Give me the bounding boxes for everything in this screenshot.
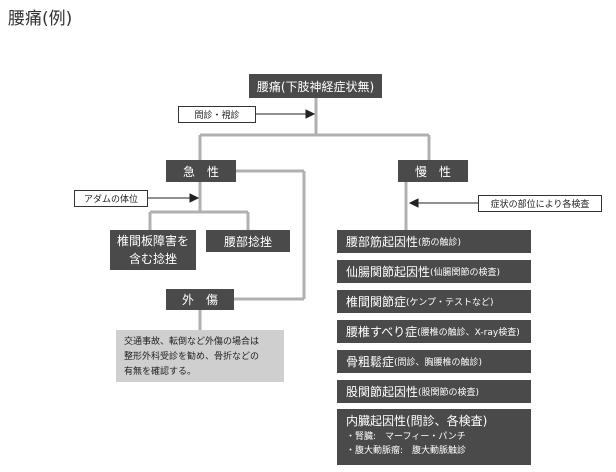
visceral-line: ・腹大動脈瘤: 腹大動脈触診 (346, 446, 467, 456)
chronic-item: 股関節起因性(股関節の検査) (337, 380, 531, 403)
chronic-item: 仙腸関節起因性(仙腸関節の検査) (337, 260, 531, 283)
acute-child-disc-line2: 含む捻挫 (128, 252, 177, 266)
note-symptom: 症状の部位により各検査 (478, 195, 602, 212)
chronic-item-main: 腰部筋起因性 (346, 235, 419, 249)
acute-child-lumbar: 腰部捻挫 (206, 230, 290, 252)
chronic-item-main: 股関節起因性 (346, 385, 419, 399)
arrow-head-top (305, 109, 316, 119)
page-title: 腰痛(例) (8, 9, 73, 29)
chronic-item: 椎間関節症(ケンプ・テストなど) (337, 290, 531, 313)
arrow-head-symptom (408, 198, 419, 208)
note-adam: アダムの体位 (74, 190, 148, 207)
chronic-item: 腰部筋起因性(筋の触診) (337, 230, 531, 253)
acute-child-disc-line1: 椎間板障害を (116, 234, 189, 248)
trauma-node: 外 傷 (166, 289, 234, 310)
trauma-note-line3: 有無を確認する。 (124, 367, 197, 377)
chronic-item-main: 腰椎すべり症 (346, 325, 418, 339)
chronic-item-main: 椎間関節症 (346, 295, 407, 309)
chronic-item-sub: (筋の触診) (418, 238, 462, 248)
chronic-item-sub: (問診、胸腰椎の触診) (394, 358, 483, 368)
chronic-item-sub: (股関節の検査) (418, 388, 480, 398)
arrow-head-adam (189, 193, 200, 203)
visceral-line: ・腎臓: マーフィー・パンチ (346, 432, 466, 442)
chronic-item-sub: (ケンプ・テストなど) (406, 298, 494, 308)
trauma-note-line2: 整形外科受診を勧め、骨折などの (124, 352, 260, 362)
chronic-item-main: 骨粗鬆症 (346, 355, 395, 369)
trauma-note: 交通事故、転倒など外傷の場合は 整形外科受診を勧め、骨折などの 有無を確認する。 (116, 330, 284, 382)
trauma-note-line1: 交通事故、転倒など外傷の場合は (124, 337, 260, 347)
chronic-node: 慢 性 (398, 160, 468, 182)
root-node: 腰痛(下肢神経症状無) (249, 74, 382, 98)
chronic-item: 骨粗鬆症(問診、胸腰椎の触診) (337, 350, 531, 373)
acute-child-disc: 椎間板障害を 含む捻挫 (110, 230, 196, 270)
chronic-item-sub: (仙腸関節の検査) (430, 268, 501, 278)
visceral-title: 内臓起因性(問診、各検査) (346, 414, 488, 428)
note-interview: 問診・視診 (178, 106, 256, 123)
visceral-node: 内臓起因性(問診、各検査) ・腎臓: マーフィー・パンチ ・腹大動脈瘤: 腹大動… (337, 409, 531, 465)
chronic-item: 腰椎すべり症(腰椎の触診、X-ray検査) (337, 320, 531, 343)
acute-node: 急 性 (166, 160, 236, 182)
chronic-item-main: 仙腸関節起因性 (346, 265, 431, 279)
chronic-item-sub: (腰椎の触診、X-ray検査) (417, 328, 520, 338)
